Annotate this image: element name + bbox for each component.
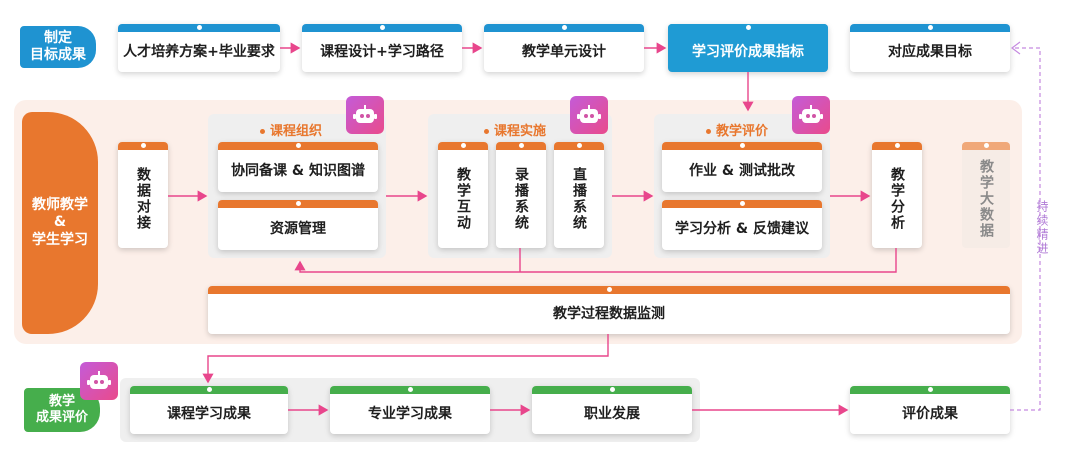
- card-resource-mgmt[interactable]: 资源管理: [218, 200, 378, 250]
- section-label-teach: 教师教学 & 学生学习: [22, 112, 98, 334]
- card-major-outcome[interactable]: 专业学习成果: [330, 386, 490, 434]
- robot-icon: [570, 96, 608, 134]
- card-process-monitor[interactable]: 教学过程数据监测: [208, 286, 1010, 334]
- card-course-design[interactable]: 课程设计+学习路径: [302, 24, 462, 72]
- card-target-outcomes[interactable]: 对应成果目标: [850, 24, 1010, 72]
- section-label-plan: 制定 目标成果: [20, 26, 96, 68]
- card-data-dock[interactable]: 数据对接: [118, 142, 168, 248]
- card-talent-plan[interactable]: 人才培养方案+毕业要求: [118, 24, 280, 72]
- group-course-impl-title: 课程实施: [484, 120, 546, 139]
- card-unit-design[interactable]: 教学单元设计: [484, 24, 644, 72]
- robot-icon: [80, 362, 118, 400]
- section-label-eval: 教学 成果评价: [24, 388, 100, 432]
- group-teach-eval-title: 教学评价: [706, 120, 768, 139]
- group-course-org-title: 课程组织: [260, 120, 322, 139]
- card-recording[interactable]: 录播系统: [496, 142, 546, 248]
- card-career[interactable]: 职业发展: [532, 386, 692, 434]
- robot-icon: [346, 96, 384, 134]
- card-live[interactable]: 直播系统: [554, 142, 604, 248]
- card-collab-prep[interactable]: 协同备课 & 知识图谱: [218, 142, 378, 192]
- card-homework[interactable]: 作业 & 测试批改: [662, 142, 822, 192]
- card-course-outcome[interactable]: 课程学习成果: [130, 386, 288, 434]
- card-eval-outcome[interactable]: 评价成果: [850, 386, 1010, 434]
- card-big-data[interactable]: 教学大数据: [962, 142, 1010, 248]
- continuous-improvement-label: 持续精进: [1035, 200, 1049, 256]
- card-teach-analysis[interactable]: 教学分析: [872, 142, 922, 248]
- card-learning-analysis[interactable]: 学习分析 & 反馈建议: [662, 200, 822, 250]
- card-eval-indicators[interactable]: 学习评价成果指标: [668, 24, 828, 72]
- robot-icon: [792, 96, 830, 134]
- card-teach-interact[interactable]: 教学互动: [438, 142, 488, 248]
